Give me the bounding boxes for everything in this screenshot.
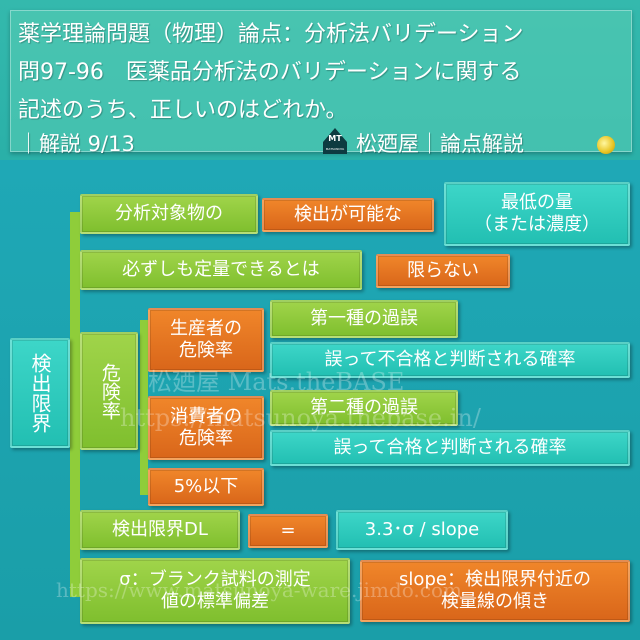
- root-label: 検出限界: [28, 353, 52, 433]
- producer-risk-box: 生産者の 危険率: [148, 308, 264, 372]
- sigma-line2: 値の標準偏差: [161, 591, 269, 612]
- root-detection-limit: 検出限界: [10, 338, 70, 448]
- matsunoya-logo-icon: MT MATSUNOYA: [323, 128, 347, 154]
- explanation-page: ｜解説 9/13: [18, 132, 135, 156]
- min-amount-box: 最低の量 （または濃度）: [444, 182, 630, 246]
- min-amount-line1: 最低の量: [501, 191, 573, 213]
- watermark-url-1: https://matsunoya.thebase.in/: [120, 404, 481, 432]
- coin-icon: [597, 136, 615, 154]
- main-connector: [70, 212, 80, 597]
- risk-label: 危険率: [98, 362, 121, 420]
- type2-desc-box: 誤って合格と判断される確率: [270, 430, 630, 466]
- min-amount-line2: （または濃度）: [474, 214, 600, 235]
- not-always-box: 限らない: [376, 254, 510, 288]
- risk-connector: [140, 320, 148, 495]
- risk-box: 危険率: [80, 332, 138, 450]
- producer-risk-line1: 生産者の: [170, 317, 242, 339]
- consumer-risk-line2: 危険率: [179, 428, 233, 449]
- logo-subtext: MATSUNOYA: [326, 147, 345, 151]
- five-percent-box: 5%以下: [148, 468, 264, 506]
- sigma-definition-box: σ：ブランク試料の測定 値の標準偏差: [80, 558, 350, 624]
- title-line-3: 記述のうち、正しいのはどれか。: [18, 98, 348, 123]
- logo-text: MT: [328, 134, 342, 143]
- type1-desc-box: 誤って不合格と判断される確率: [270, 342, 630, 378]
- analyte-box: 分析対象物の: [80, 194, 258, 234]
- header-panel: [10, 10, 632, 152]
- detection-limit-dl-box: 検出限界DL: [80, 510, 240, 550]
- formula-box: 3.3･σ / slope: [336, 510, 508, 550]
- type1-error-box: 第一種の過誤: [270, 300, 458, 338]
- sigma-line1: σ：ブランク試料の測定: [119, 568, 311, 590]
- producer-risk-line2: 危険率: [179, 340, 233, 361]
- slope-definition-box: slope：検出限界付近の 検量線の傾き: [360, 560, 630, 622]
- not-necessarily-quantifiable-box: 必ずしも定量できるとは: [80, 250, 362, 290]
- detectable-box: 検出が可能な: [262, 198, 434, 232]
- type2-error-box: 第二種の過誤: [270, 390, 458, 426]
- slope-line1: slope：検出限界付近の: [399, 568, 591, 590]
- title-line-1: 薬学理論問題（物理）論点：分析法バリデーション: [18, 22, 524, 47]
- header: 薬学理論問題（物理）論点：分析法バリデーション 問97-96 医薬品分析法のバリ…: [0, 0, 640, 160]
- slope-line2: 検量線の傾き: [441, 591, 549, 612]
- consumer-risk-line1: 消費者の: [170, 405, 242, 427]
- title-line-2: 問97-96 医薬品分析法のバリデーションに関する: [18, 60, 522, 85]
- consumer-risk-box: 消費者の 危険率: [148, 396, 264, 460]
- brand-label: 松廼屋｜論点解説: [356, 132, 524, 156]
- watermark-brand: 松廼屋 Mats.theBASE: [148, 368, 405, 396]
- watermark-url-2: https://www.matsunoya-ware.jimdo.com: [56, 578, 462, 602]
- equals-box: =: [248, 514, 328, 548]
